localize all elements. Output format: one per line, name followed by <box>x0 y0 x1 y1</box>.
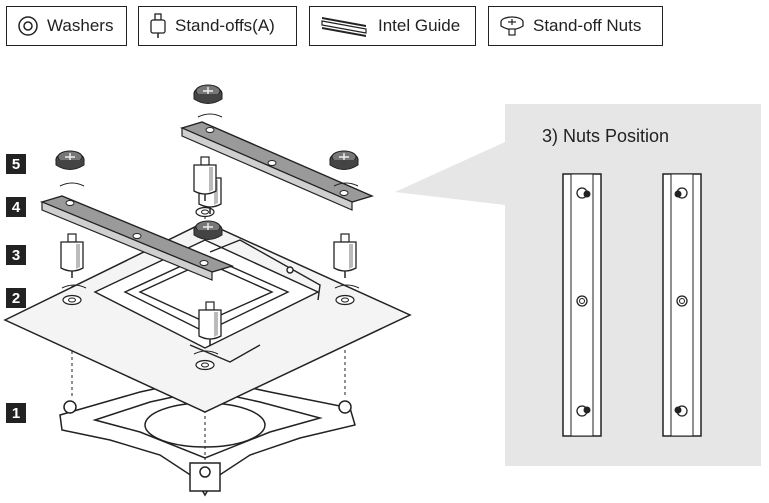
legend-standoff-nuts-label: Stand-off Nuts <box>533 16 642 35</box>
step-badge-1: 1 <box>6 403 26 423</box>
legend-standoffs-label: Stand-offs(A) <box>175 16 275 35</box>
legend-standoffs: Stand-offs(A) <box>138 6 297 46</box>
legend-washers: Washers <box>6 6 127 46</box>
intel-guide-bar-left <box>39 195 235 281</box>
washer-icon <box>18 16 38 36</box>
guide-bar-right-top-view <box>662 173 702 437</box>
intel-guide-icon <box>321 17 367 37</box>
rotation-arrows <box>59 113 360 355</box>
guide-bar-left-top-view <box>562 173 602 437</box>
step-badge-4: 4 <box>6 197 26 217</box>
nuts-position-drawing <box>562 173 702 437</box>
intel-guide-bar-right <box>179 121 375 211</box>
nuts-position-inset: 3) Nuts Position <box>505 104 761 466</box>
legend-standoff-nuts: Stand-off Nuts <box>488 6 663 46</box>
step-badge-3: 3 <box>6 245 26 265</box>
step-badge-2: 2 <box>6 288 26 308</box>
inset-title: 3) Nuts Position <box>542 126 670 146</box>
step-badge-5: 5 <box>6 154 26 174</box>
legend-intel-guide: Intel Guide <box>309 6 476 46</box>
legend-intel-guide-label: Intel Guide <box>378 16 461 35</box>
legend-washers-label: Washers <box>47 16 114 35</box>
standoff-icon <box>150 13 166 38</box>
standoff-nut-icon <box>500 16 524 36</box>
callout-wedge <box>395 142 505 205</box>
